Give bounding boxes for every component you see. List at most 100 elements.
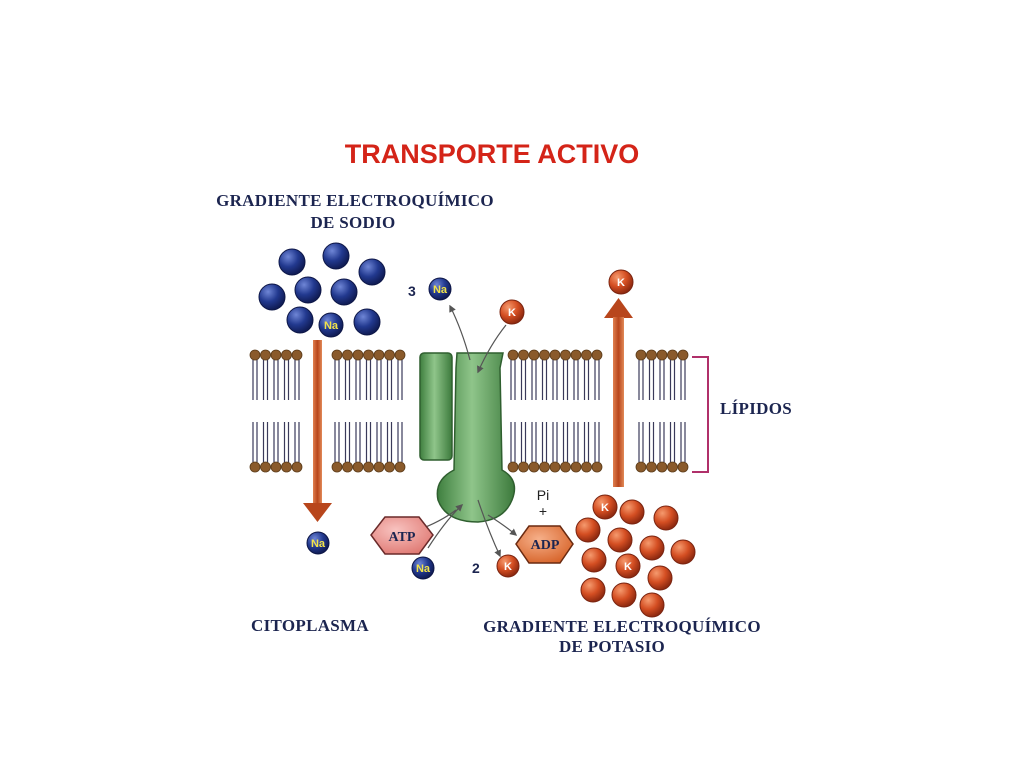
potassium-ion [580,577,606,603]
sodium-exit-arrow [449,304,471,361]
potassium-ion-label: K [504,561,512,573]
potassium-release-arrow [477,499,501,558]
lipid-head [363,461,374,473]
lipid-head [518,461,529,473]
lipid-head [281,349,292,361]
lipid-head [394,461,406,473]
lipid-head [667,349,678,361]
lipid-head [581,461,592,473]
potassium-ion [653,505,679,531]
lipid-head [646,461,657,473]
sodium-ion-label: Na [416,563,431,575]
lipid-head [281,461,292,473]
plus-sign: + [539,503,547,519]
lipid-head [677,349,689,361]
potassium-ion [611,582,637,608]
cytoplasm-label: CITOPLASMA [251,616,369,635]
pump-protein-subunit [419,352,453,461]
lipid-head [384,461,395,473]
potassium-ion: K [592,494,618,520]
lipid-head [677,461,689,473]
lipid-head [539,461,550,473]
potassium-ion: K [608,269,634,295]
lipid-head [270,461,282,473]
potassium-ion [670,539,696,565]
lipid-head [331,349,343,361]
lipid-head [342,349,353,361]
lipid-head [549,349,561,361]
potassium-ion-label: K [624,561,632,573]
lipid-head [291,349,303,361]
lipid-head [528,349,540,361]
potassium-ion [647,565,673,591]
lipid-head [591,461,603,473]
sodium-ion [286,306,314,334]
sodium-binding-arrow [427,504,464,549]
sodium-ion [294,276,322,304]
potassium-ion-label: K [601,502,609,514]
potassium-count: 2 [472,560,480,576]
atp-molecule: ATP [370,516,434,555]
lipid-head [394,349,406,361]
potassium-gradient-label-line2: DE POTASIO [559,637,665,656]
sodium-ion [330,278,358,306]
sodium-ion: Na [411,556,435,580]
potassium-ion [575,517,601,543]
lipid-head [352,349,364,361]
lipid-head [384,349,395,361]
lipid-head [667,461,678,473]
potassium-ion [639,535,665,561]
potassium-ion-label: K [617,277,625,289]
sodium-gradient-label-line2: DE SODIO [310,213,395,232]
sodium-ion-label: Na [324,320,339,332]
diagram-title: TRANSPORTE ACTIVO [345,139,640,169]
sodium-ion: Na [318,312,344,338]
potassium-ion-label: K [508,307,516,319]
lipid-head [373,349,385,361]
lipid-head [249,461,261,473]
lipid-head [291,461,303,473]
sodium-gradient-label-line1: GRADIENTE ELECTROQUÍMICO [216,191,494,210]
lipid-head [363,349,374,361]
lipid-bilayer [249,349,689,473]
lipid-head [249,349,261,361]
lipid-head [656,349,668,361]
sodium-ion: Na [306,531,330,555]
lipid-head [635,349,647,361]
lipid-head [560,461,571,473]
sodium-ion [322,242,350,270]
potassium-ion: K [496,554,520,578]
adp-label: ADP [531,538,560,553]
sodium-potassium-pump [436,352,516,523]
lipid-head [507,349,519,361]
sodium-ion [353,308,381,336]
adp-molecule: ADP [515,525,574,564]
lipid-head [518,349,529,361]
lipids-bracket [692,356,709,473]
lipid-head [560,349,571,361]
sodium-ion [258,283,286,311]
potassium-diffusion-arrow [604,298,633,487]
lipid-head [539,349,550,361]
lipid-head [656,461,668,473]
sodium-diffusion-arrow [303,340,332,522]
lipid-head [549,461,561,473]
lipid-head [260,461,271,473]
lipid-head [507,461,519,473]
sodium-ion [358,258,386,286]
lipids-label: LÍPIDOS [720,399,792,418]
lipid-head [373,461,385,473]
potassium-ion: K [615,553,641,579]
potassium-gradient-label-line1: GRADIENTE ELECTROQUÍMICO [483,617,761,636]
potassium-ion [607,527,633,553]
sodium-ion-label: Na [433,284,448,296]
adp-release-arrow [487,514,518,536]
lipid-head [581,349,592,361]
lipid-head [570,349,582,361]
lipid-head [635,461,647,473]
lipid-head [260,349,271,361]
potassium-ion [581,547,607,573]
lipid-head [646,349,657,361]
lipid-head [528,461,540,473]
